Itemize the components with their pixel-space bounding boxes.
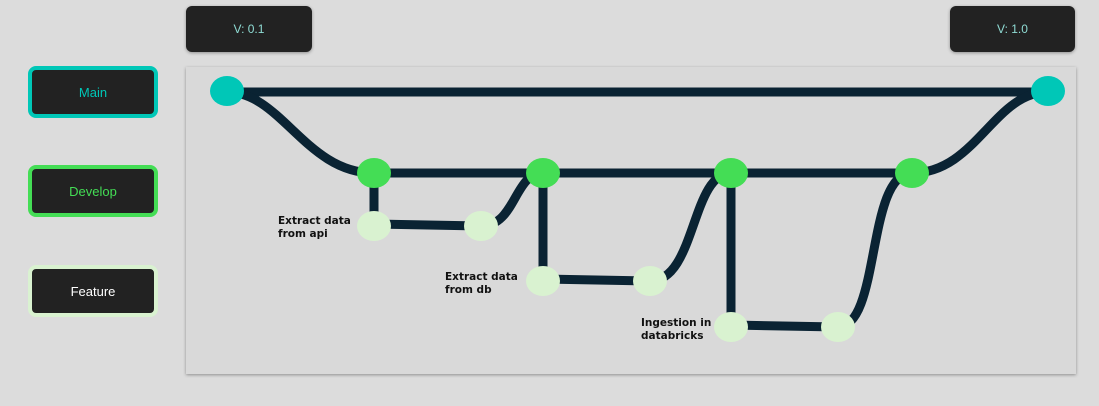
develop-node-3 [714,158,748,188]
main-node-end [1031,76,1065,106]
git-graph [210,76,1065,342]
branch-label-db: Extract data from db [445,271,518,296]
legend-feature-label: Feature [70,283,116,299]
legend-develop: Develop [28,165,158,217]
legend-main: Main [28,66,158,118]
version-start-label: V: 0.1 [233,22,265,36]
version-badge-end: V: 1.0 [950,6,1075,52]
legend-develop-label: Develop [69,183,117,199]
version-end-label: V: 1.0 [997,22,1028,36]
git-flow-diagram: Extract data from api Extract data from … [186,67,1076,374]
branch-label-api: Extract data from api [278,215,351,240]
feature-db-node-1 [526,266,560,296]
feature-databricks-node-1 [714,312,748,342]
feature-api-line [369,219,486,231]
feature-db-line [538,274,655,286]
feature-db-merge [645,168,736,286]
develop-merge-in [907,87,1053,178]
legend-feature: Feature [28,265,158,317]
feature-databricks-node-2 [821,312,855,342]
feature-db-node-2 [633,266,667,296]
feature-databricks-merge [833,168,917,332]
feature-databricks-line [726,320,843,332]
feature-api-node-1 [357,211,391,241]
main-node-start [210,76,244,106]
develop-node-1 [357,158,391,188]
legend-main-label: Main [78,84,108,100]
version-badge-start: V: 0.1 [186,6,312,52]
develop-node-2 [526,158,560,188]
branch-label-databricks: Ingestion in databricks [641,317,712,342]
feature-api-node-2 [464,211,498,241]
develop-branch-out [222,87,379,178]
develop-node-4 [895,158,929,188]
